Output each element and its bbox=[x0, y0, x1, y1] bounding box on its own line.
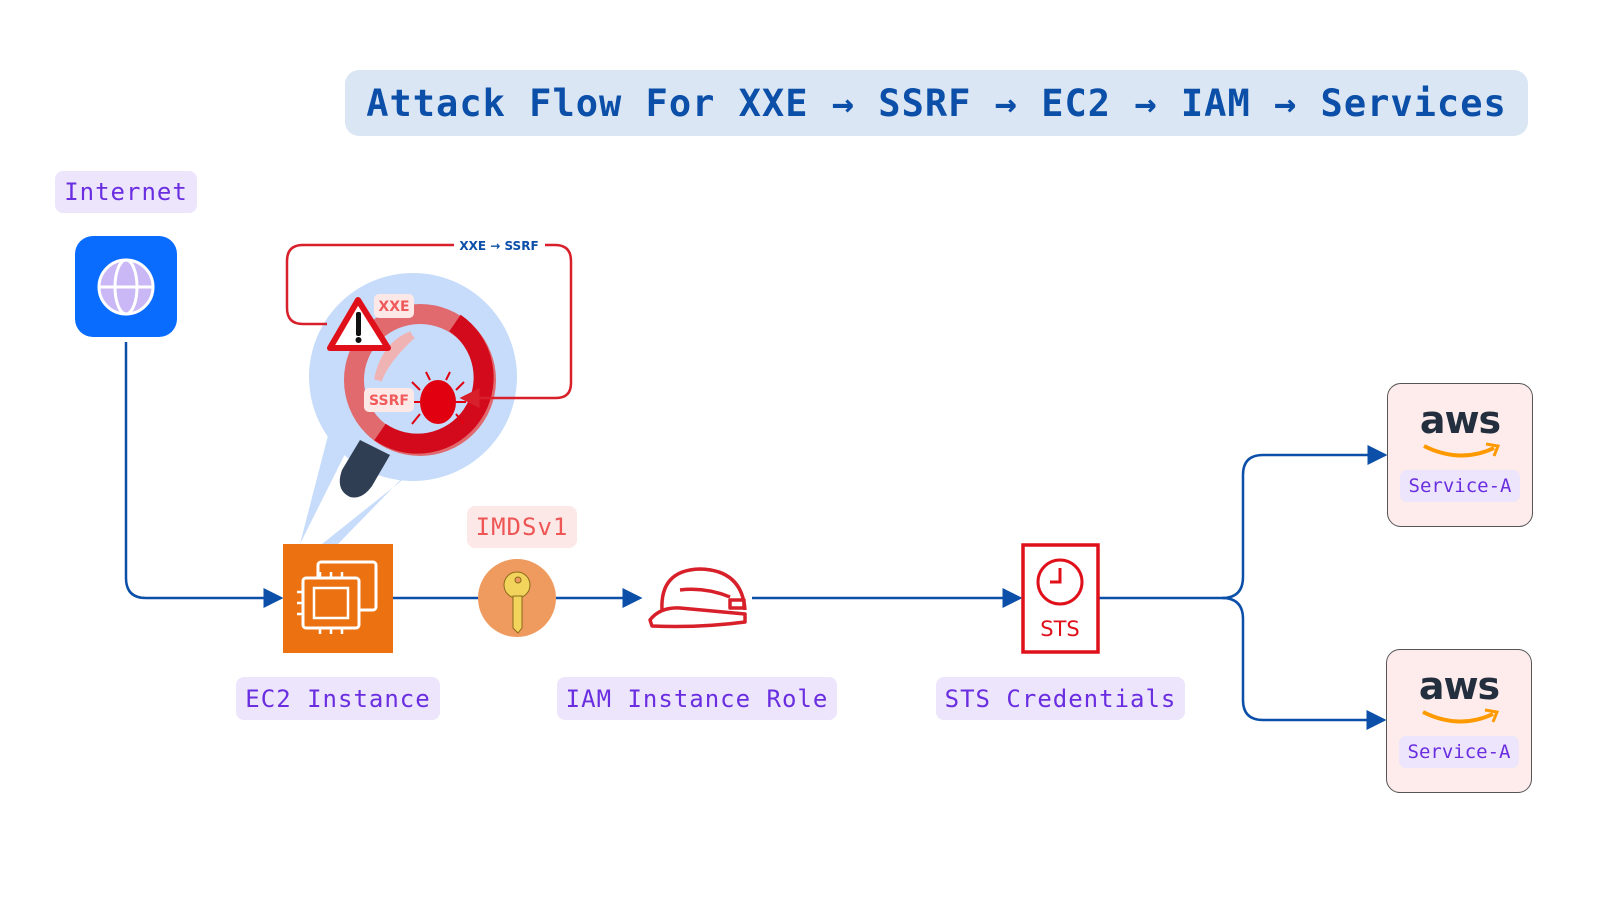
attack-loop-connector bbox=[285, 243, 573, 398]
attack-loop-label: XXE → SSRF bbox=[459, 239, 538, 253]
sts-icon-text: STS bbox=[1040, 617, 1080, 641]
sts-credentials-label: STS Credentials bbox=[936, 677, 1185, 720]
badge-ssrf: SSRF bbox=[369, 393, 409, 409]
key-icon bbox=[478, 559, 556, 637]
service-label: Service-A bbox=[1399, 736, 1519, 768]
aws-smile-icon bbox=[1423, 442, 1501, 458]
internet-label: Internet bbox=[55, 171, 197, 213]
globe-icon bbox=[75, 236, 177, 337]
service-node: aws Service-A bbox=[1386, 649, 1532, 793]
sts-icon: STS bbox=[1021, 543, 1100, 654]
warning-icon bbox=[327, 297, 391, 351]
aws-smile-icon bbox=[1422, 708, 1500, 724]
service-node: aws Service-A bbox=[1387, 383, 1533, 527]
imdsv1-label: IMDSv1 bbox=[467, 506, 577, 548]
badge-xxe: XXE bbox=[378, 299, 409, 315]
aws-logo: aws bbox=[1419, 398, 1501, 442]
connector-sts-service-top bbox=[1099, 445, 1388, 600]
diagram-title: Attack Flow For XXE → SSRF → EC2 → IAM →… bbox=[345, 70, 1528, 136]
connector-internet-ec2 bbox=[124, 342, 284, 608]
aws-logo: aws bbox=[1418, 664, 1500, 708]
connector-sts-service-bottom bbox=[1221, 596, 1387, 730]
ec2-instance-label: EC2 Instance bbox=[236, 677, 440, 720]
ec2-chip-icon bbox=[283, 544, 393, 653]
iam-instance-role-label: IAM Instance Role bbox=[557, 677, 837, 720]
service-label: Service-A bbox=[1400, 470, 1520, 502]
hard-hat-icon bbox=[648, 567, 747, 629]
